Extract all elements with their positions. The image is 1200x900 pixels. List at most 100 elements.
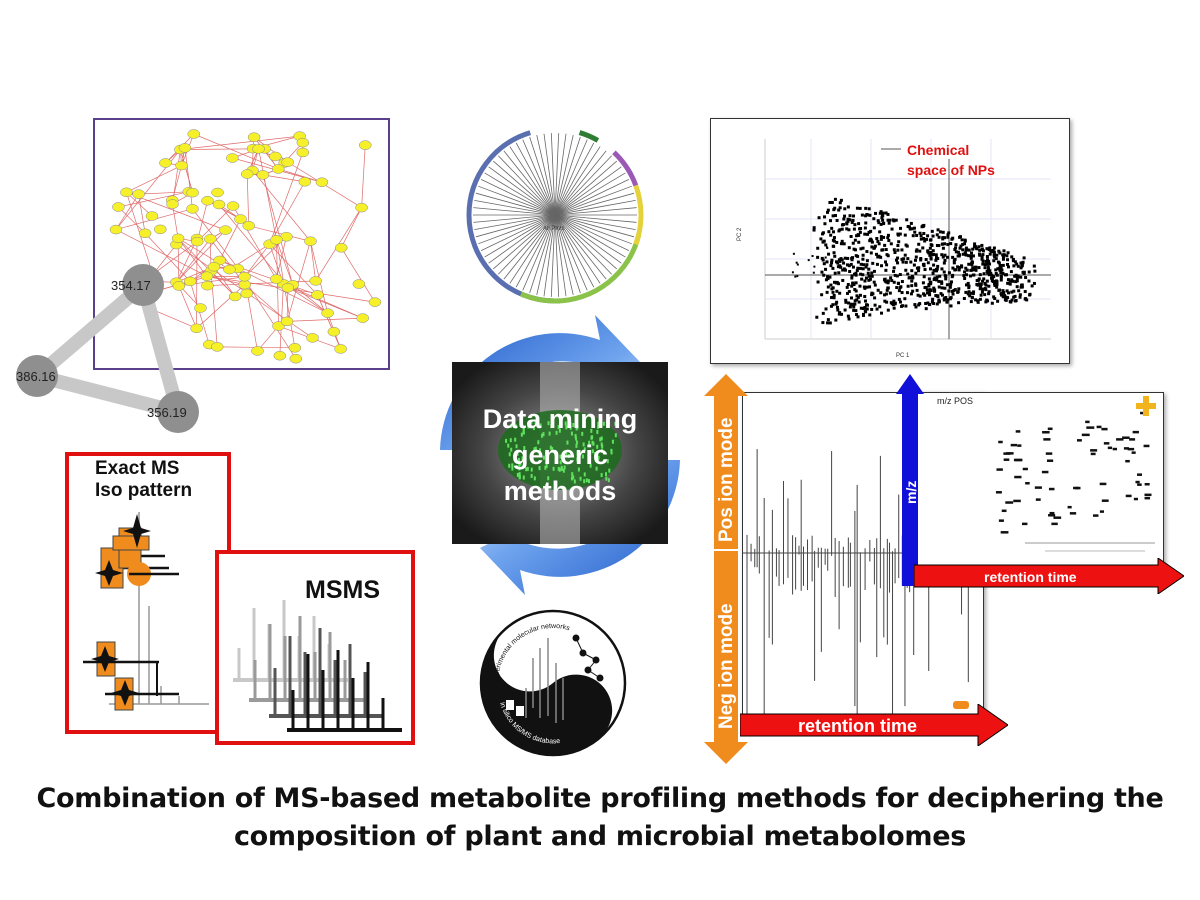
matrix-digit <box>527 424 530 429</box>
pca-point <box>890 279 894 283</box>
pca-point <box>978 287 982 291</box>
pca-point <box>904 268 908 272</box>
pca-point <box>831 238 835 242</box>
pca-point <box>935 267 939 271</box>
phylo-branch <box>598 207 637 212</box>
network-edge <box>126 165 182 193</box>
pca-point <box>918 302 922 306</box>
pca-point <box>861 307 865 311</box>
network-node <box>211 187 224 198</box>
network-panel <box>93 118 390 370</box>
pca-point <box>866 213 870 217</box>
pca-point <box>824 278 828 282</box>
pca-point <box>898 286 902 290</box>
pca-point <box>957 268 961 272</box>
pca-point <box>854 271 858 275</box>
pca-point <box>1010 278 1014 282</box>
pca-point <box>907 225 911 229</box>
phylo-branch <box>545 187 556 216</box>
pca-point <box>854 254 858 258</box>
pca-xlabel: PC 1 <box>896 353 910 359</box>
network-edge <box>126 191 226 231</box>
pca-point <box>974 246 978 250</box>
pca-point <box>951 236 955 240</box>
pca-point <box>1001 263 1005 267</box>
matrix-digit <box>602 421 605 426</box>
pca-point <box>997 249 1001 253</box>
pca-point <box>987 270 991 274</box>
pca-point <box>940 253 944 257</box>
pca-point <box>869 251 873 255</box>
pca-point <box>980 248 984 252</box>
phylo-branch <box>539 214 556 244</box>
pca-point <box>858 284 862 288</box>
pca-point <box>964 248 968 252</box>
pca-point <box>847 228 851 232</box>
pca-point <box>870 245 874 249</box>
pca-point <box>934 253 938 257</box>
mz-feature <box>1048 514 1056 517</box>
pca-point <box>833 254 837 258</box>
network-node <box>186 187 199 198</box>
pca-point <box>877 242 881 246</box>
matrix-digit <box>522 425 525 430</box>
pca-point <box>855 313 859 317</box>
pca-point <box>945 255 949 259</box>
pca-point <box>846 256 850 260</box>
phylo-branch <box>554 207 596 216</box>
mz-feature <box>1099 510 1104 513</box>
mz-feature <box>1042 431 1050 434</box>
phylo-branch <box>543 133 551 181</box>
network-node <box>272 164 285 174</box>
pca-point <box>876 239 880 243</box>
exact-ms-label: Exact MS <box>95 458 180 479</box>
pca-point <box>946 235 950 239</box>
pca-point <box>823 222 827 226</box>
pca-point <box>922 275 926 279</box>
pca-point <box>974 265 978 269</box>
cycle-arrows <box>440 315 680 595</box>
matrix-digit <box>600 473 603 478</box>
pca-point <box>924 301 928 305</box>
mz-feature <box>1143 444 1150 448</box>
pca-point <box>985 247 989 251</box>
pca-point <box>951 255 955 259</box>
pca-point <box>958 246 962 250</box>
neg-ion-mode-label: Neg ion mode <box>716 603 737 729</box>
matrix-digit <box>562 468 565 473</box>
phylo-branch <box>550 133 555 192</box>
pca-point <box>792 252 795 255</box>
network-node <box>207 261 221 272</box>
mz-feature <box>1081 433 1090 437</box>
matrix-digit <box>566 440 569 445</box>
mz-feature <box>1034 486 1042 489</box>
pca-point <box>987 292 991 296</box>
pca-point <box>1005 289 1009 293</box>
pca-point <box>898 273 902 277</box>
pca-point <box>909 260 913 264</box>
network-node <box>359 140 372 150</box>
pca-point <box>878 305 882 309</box>
pca-point <box>897 297 901 301</box>
mz-feature <box>998 519 1004 522</box>
pca-point <box>831 266 835 270</box>
network-edge <box>138 191 189 195</box>
pca-point <box>888 218 892 222</box>
phylo-branch <box>484 172 528 200</box>
network-node <box>272 321 285 331</box>
pca-point <box>880 248 884 252</box>
pca-point <box>914 271 918 275</box>
pca-point <box>849 302 853 306</box>
pca-point <box>1001 271 1005 275</box>
pca-point <box>864 276 868 280</box>
pca-point <box>885 288 889 292</box>
pca-point <box>885 300 889 304</box>
mz-feature <box>996 468 1003 471</box>
mz-feature <box>1125 459 1130 463</box>
pca-point <box>812 271 815 274</box>
pca-point <box>978 297 982 301</box>
msms-panel: MSMS <box>215 550 415 745</box>
network-node <box>211 342 224 352</box>
pca-point <box>891 218 895 222</box>
pca-point <box>834 318 838 322</box>
